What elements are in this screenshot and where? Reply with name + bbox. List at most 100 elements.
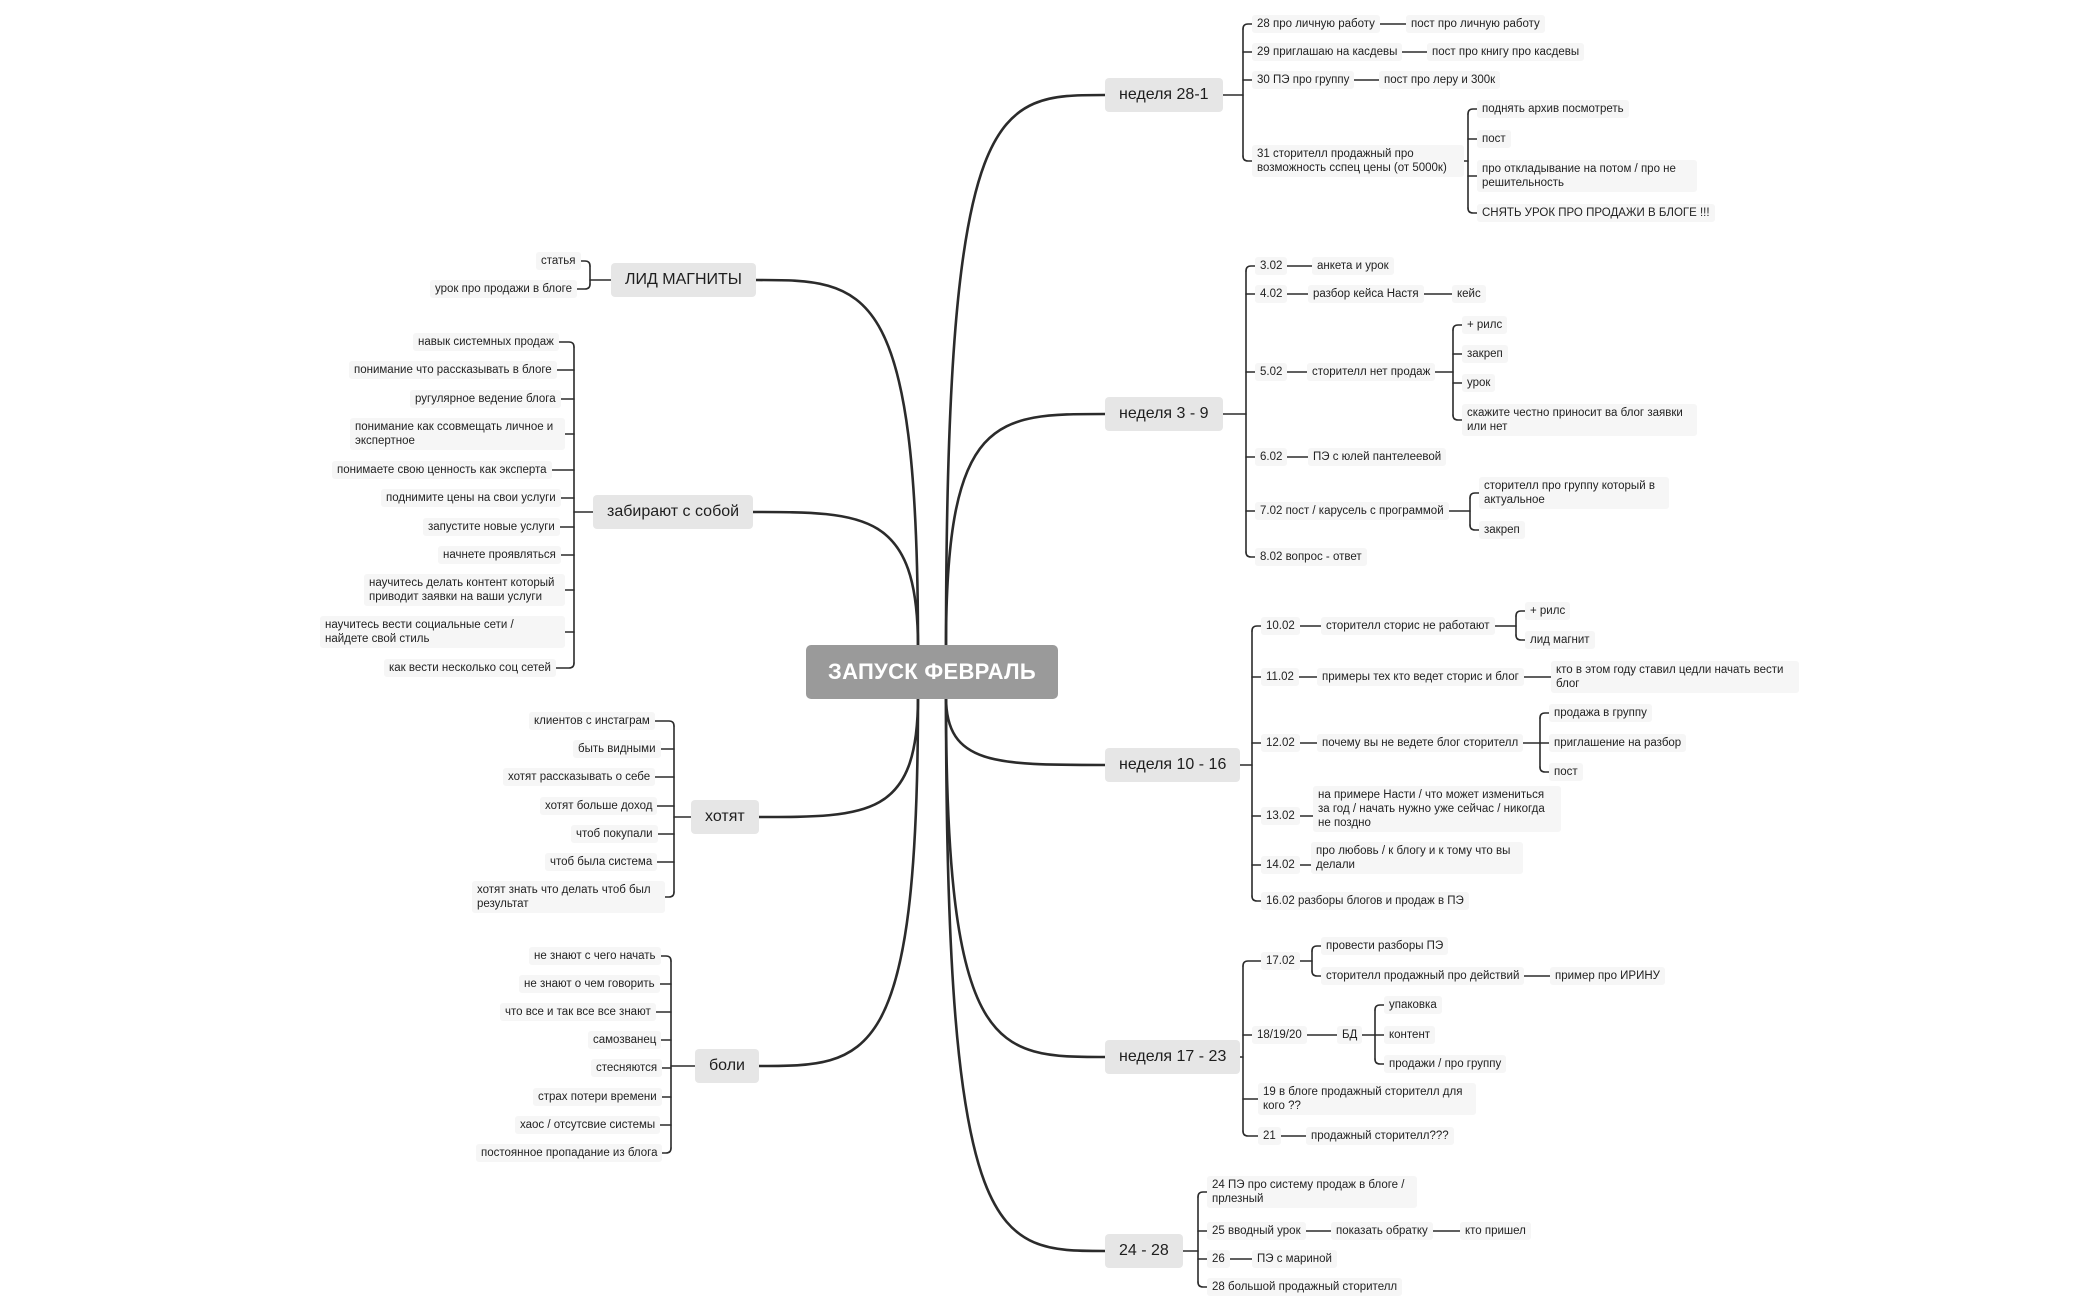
topic-item[interactable]: примеры тех кто ведет сторис и блог — [1317, 668, 1524, 686]
topic-item[interactable]: кто пришел — [1460, 1222, 1531, 1240]
topic-item[interactable]: кто в этом году ставил цедли начать вест… — [1551, 661, 1799, 693]
topic-item[interactable]: ПЭ с мариной — [1252, 1250, 1337, 1268]
root-node[interactable]: ЗАПУСК ФЕВРАЛЬ — [806, 645, 1058, 699]
branch-week-10-16[interactable]: неделя 10 - 16 — [1105, 748, 1241, 782]
topic-item[interactable]: сторителл продажный про действий — [1321, 967, 1525, 985]
topic-item[interactable]: пост — [1477, 130, 1511, 148]
topic-item[interactable]: понимание как ссовмещать личное и экспер… — [350, 418, 565, 450]
topic-item[interactable]: пример про ИРИНУ — [1550, 967, 1665, 985]
topic-item[interactable]: лид магнит — [1525, 631, 1595, 649]
topic-item[interactable]: хаос / отсутсвие системы — [515, 1116, 661, 1134]
topic-item[interactable]: 13.02 — [1261, 807, 1300, 825]
topic-item[interactable]: 28 про личную работу — [1252, 15, 1380, 33]
topic-item[interactable]: чтоб покупали — [571, 825, 658, 843]
topic-item[interactable]: не знают с чего начать — [529, 947, 661, 965]
topic-item[interactable]: статья — [536, 252, 581, 270]
topic-item[interactable]: что все и так все все знают — [500, 1003, 656, 1021]
topic-item[interactable]: 17.02 — [1261, 952, 1300, 970]
topic-item[interactable]: хотят знать что делать чтоб был результа… — [472, 881, 665, 913]
topic-item[interactable]: сторителл про группу который в актуально… — [1479, 477, 1669, 509]
topic-item[interactable]: продажа в группу — [1549, 704, 1652, 722]
topic-item[interactable]: научитесь делать контент который приводи… — [364, 574, 565, 606]
topic-item[interactable]: приглашение на разбор — [1549, 734, 1687, 752]
topic-item[interactable]: пост про личную работу — [1406, 15, 1545, 33]
topic-item[interactable]: хотят рассказывать о себе — [503, 768, 656, 786]
topic-item[interactable]: поднять архив посмотреть — [1477, 100, 1629, 118]
topic-item[interactable]: кейс — [1452, 285, 1486, 303]
topic-item[interactable]: 26 — [1207, 1250, 1230, 1268]
topic-item[interactable]: урок — [1462, 374, 1496, 392]
topic-item[interactable]: ПЭ с юлей пантелеевой — [1308, 448, 1447, 466]
topic-item[interactable]: продажи / про группу — [1384, 1055, 1507, 1073]
topic-item[interactable]: 8.02 вопрос - ответ — [1255, 548, 1367, 566]
topic-item[interactable]: 10.02 — [1261, 617, 1300, 635]
topic-item[interactable]: БД — [1337, 1026, 1363, 1044]
topic-item[interactable]: закреп — [1479, 521, 1525, 539]
topic-item[interactable]: 11.02 — [1261, 668, 1299, 686]
topic-item[interactable]: урок про продажи в блоге — [430, 280, 577, 298]
branch-pains[interactable]: боли — [695, 1049, 759, 1083]
topic-item[interactable]: 5.02 — [1255, 363, 1288, 381]
topic-item[interactable]: скажите честно приносит ва блог заявки и… — [1462, 404, 1697, 436]
topic-item[interactable]: 18/19/20 — [1252, 1026, 1307, 1044]
topic-item[interactable]: пост — [1549, 763, 1583, 781]
topic-item[interactable]: научитесь вести социальные сети / найдет… — [320, 616, 565, 648]
topic-item[interactable]: 4.02 — [1255, 285, 1288, 303]
topic-item[interactable]: чтоб была система — [545, 853, 658, 871]
topic-item[interactable]: быть видными — [573, 740, 661, 758]
topic-item[interactable]: закреп — [1462, 345, 1508, 363]
topic-item[interactable]: ругулярное ведение блога — [410, 390, 561, 408]
topic-item[interactable]: анкета и урок — [1312, 257, 1394, 275]
topic-item[interactable]: почему вы не ведете блог сторителл — [1317, 734, 1524, 752]
topic-item[interactable]: 7.02 пост / карусель с программой — [1255, 502, 1449, 520]
topic-item[interactable]: провести разборы ПЭ — [1321, 937, 1449, 955]
branch-week-24-28[interactable]: 24 - 28 — [1105, 1234, 1183, 1268]
topic-item[interactable]: постоянное пропадание из блога — [476, 1144, 663, 1162]
topic-item[interactable]: хотят больше доход — [540, 797, 658, 815]
topic-item[interactable]: разбор кейса Настя — [1308, 285, 1424, 303]
topic-item[interactable]: навык системных продаж — [413, 333, 559, 351]
topic-item[interactable]: понимаете свою ценность как эксперта — [332, 461, 552, 479]
topic-item[interactable]: 31 сторителл продажный про возможность с… — [1252, 145, 1464, 177]
topic-item[interactable]: СНЯТЬ УРОК ПРО ПРОДАЖИ В БЛОГЕ !!! — [1477, 204, 1715, 222]
topic-item[interactable]: сторителл сторис не работают — [1321, 617, 1495, 635]
topic-item[interactable]: поднимите цены на свои услуги — [381, 489, 561, 507]
topic-item[interactable]: пост про книгу про касдевы — [1427, 43, 1585, 61]
topic-item[interactable]: 25 вводный урок — [1207, 1222, 1306, 1240]
topic-item[interactable]: как вести несколько соц сетей — [384, 659, 556, 677]
topic-item[interactable]: клиентов с инстаграм — [529, 712, 655, 730]
topic-item[interactable]: про откладывание на потом / про не решит… — [1477, 160, 1697, 192]
branch-lead-magnets[interactable]: ЛИД МАГНИТЫ — [611, 263, 756, 297]
topic-item[interactable]: про любовь / к блогу и к тому что вы дел… — [1311, 842, 1523, 874]
topic-item[interactable]: 16.02 разборы блогов и продаж в ПЭ — [1261, 892, 1469, 910]
branch-take-away[interactable]: забирают с собой — [593, 495, 754, 529]
topic-item[interactable]: 29 приглашаю на касдевы — [1252, 43, 1403, 61]
topic-item[interactable]: + рилс — [1525, 602, 1571, 620]
topic-item[interactable]: продажный сторителл??? — [1306, 1127, 1454, 1145]
topic-item[interactable]: 24 ПЭ про систему продаж в блоге / прлез… — [1207, 1176, 1417, 1208]
topic-item[interactable]: на примере Насти / что может измениться … — [1313, 786, 1561, 832]
topic-item[interactable]: показать обратку — [1331, 1222, 1433, 1240]
topic-item[interactable]: не знают о чем говорить — [519, 975, 660, 993]
topic-item[interactable]: 21 — [1258, 1127, 1281, 1145]
topic-item[interactable]: пост про леру и 300к — [1379, 71, 1501, 89]
topic-item[interactable]: упаковка — [1384, 996, 1442, 1014]
topic-item[interactable]: страх потери времени — [533, 1088, 662, 1106]
topic-item[interactable]: начнете проявляться — [438, 546, 561, 564]
topic-item[interactable]: 12.02 — [1261, 734, 1300, 752]
topic-item[interactable]: понимание что рассказывать в блоге — [349, 361, 557, 379]
branch-week-28-1[interactable]: неделя 28-1 — [1105, 78, 1223, 112]
topic-item[interactable]: 14.02 — [1261, 856, 1300, 874]
branch-week-17-23[interactable]: неделя 17 - 23 — [1105, 1040, 1241, 1074]
branch-want[interactable]: хотят — [691, 800, 759, 834]
topic-item[interactable]: 28 большой продажный сторителл — [1207, 1278, 1403, 1296]
topic-item[interactable]: 30 ПЭ про группу — [1252, 71, 1355, 89]
topic-item[interactable]: сторителл нет продаж — [1307, 363, 1436, 381]
topic-item[interactable]: 19 в блоге продажный сторителл для кого … — [1258, 1083, 1476, 1115]
topic-item[interactable]: самозванец — [588, 1031, 662, 1049]
topic-item[interactable]: 6.02 — [1255, 448, 1288, 466]
topic-item[interactable]: запустите новые услуги — [423, 518, 560, 536]
branch-week-3-9[interactable]: неделя 3 - 9 — [1105, 397, 1223, 431]
topic-item[interactable]: + рилс — [1462, 316, 1508, 334]
topic-item[interactable]: 3.02 — [1255, 257, 1288, 275]
